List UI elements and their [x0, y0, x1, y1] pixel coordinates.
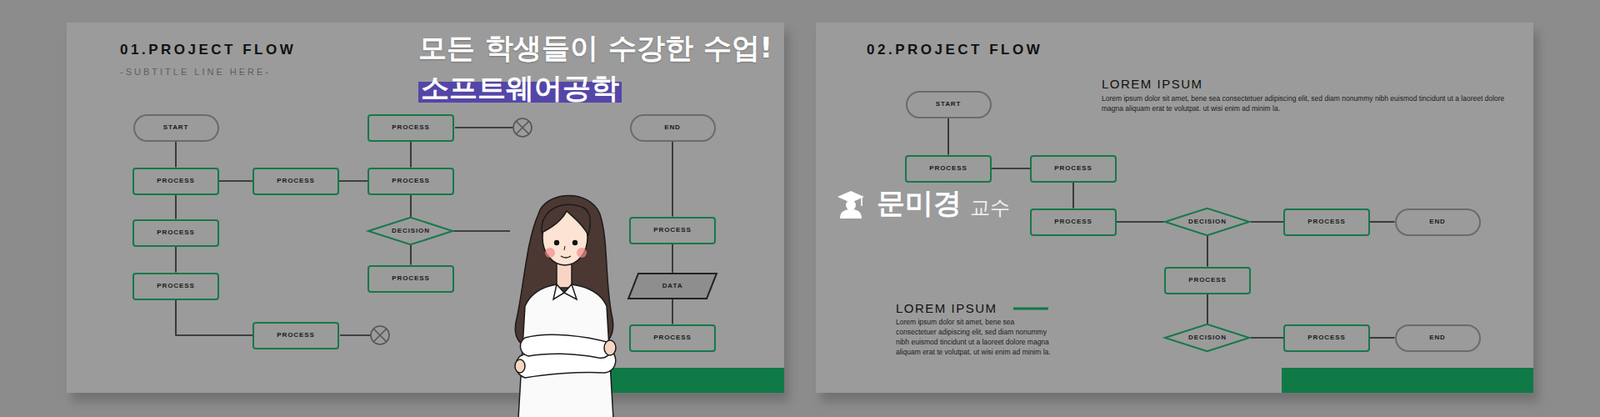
- terminal-oval: START: [133, 114, 220, 142]
- slide-panel: [815, 22, 1534, 393]
- node-label: PROCESS: [276, 330, 315, 340]
- connector: [1206, 235, 1209, 267]
- connector: [947, 118, 950, 155]
- process-box: PROCESS: [252, 167, 340, 195]
- connector: [1370, 220, 1395, 223]
- decision-diamond: DECISION: [1164, 323, 1250, 352]
- connector: [339, 180, 368, 182]
- process-box: PROCESS: [629, 216, 716, 245]
- node-label: START: [163, 123, 190, 132]
- terminal-oval: END: [1395, 324, 1481, 352]
- node-label: PROCESS: [653, 333, 691, 342]
- node-label: DECISION: [1188, 217, 1227, 226]
- outline-shape: [1165, 208, 1250, 236]
- node-label: PROCESS: [391, 274, 430, 283]
- terminal-oval: START: [905, 90, 992, 119]
- node-label: START: [935, 100, 962, 109]
- node-label: DATA: [662, 281, 684, 290]
- terminator-symbol: [340, 118, 532, 345]
- process-box: PROCESS: [367, 265, 455, 293]
- node-label: END: [1429, 217, 1446, 226]
- node-label: PROCESS: [156, 176, 195, 185]
- section-heading: LOREM IPSUM: [1101, 76, 1204, 91]
- course-title: 소프트웨어공학: [418, 71, 622, 105]
- outline-shape: [368, 217, 453, 245]
- connector: [671, 299, 674, 325]
- decision-diamond: DECISION: [1164, 207, 1250, 236]
- outline-shape: [628, 273, 717, 299]
- node-label: PROCESS: [1054, 164, 1092, 173]
- process-box: PROCESS: [1164, 266, 1251, 295]
- node-label: PROCESS: [391, 123, 430, 132]
- node-label: PROCESS: [1054, 217, 1092, 226]
- slide-subtitle: -SUBTITLE LINE HERE-: [120, 66, 271, 78]
- process-box: PROCESS: [1030, 208, 1117, 236]
- node-label: PROCESS: [156, 281, 195, 290]
- accent-bar: [1281, 367, 1534, 393]
- connector: [175, 300, 253, 336]
- node-label: PROCESS: [1307, 333, 1345, 342]
- headline: 모든 학생들이 수강한 수업!: [418, 31, 773, 65]
- connector: [219, 180, 253, 182]
- section-heading: LOREM IPSUM: [895, 300, 998, 315]
- connector: [1116, 220, 1165, 223]
- decision-diamond: DECISION: [367, 216, 454, 245]
- node-label: PROCESS: [1188, 275, 1226, 285]
- node-label: END: [664, 123, 681, 132]
- professor-name: 문미경: [876, 186, 962, 220]
- process-box: PROCESS: [629, 324, 716, 352]
- node-label: PROCESS: [276, 176, 315, 185]
- connector: [1370, 336, 1395, 339]
- connector: [1072, 182, 1075, 209]
- connector: [1250, 336, 1284, 339]
- terminal-oval: END: [1395, 208, 1481, 236]
- connector: [1250, 220, 1284, 223]
- process-box: PROCESS: [367, 167, 455, 195]
- terminal-oval: END: [630, 114, 716, 142]
- connector: [671, 244, 674, 274]
- body-text: Lorem ipsum dolor sit amet, bene sea con…: [1101, 94, 1510, 115]
- connector: [175, 246, 177, 273]
- connector: [991, 167, 1030, 170]
- body-text: Lorem ipsum dolor sit amet, bene sea con…: [895, 317, 1055, 358]
- outline-shape: [1165, 324, 1250, 352]
- node-label: PROCESS: [653, 225, 691, 235]
- node-label: PROCESS: [391, 176, 430, 185]
- connector: [410, 195, 412, 218]
- professor-title: 교수: [970, 196, 1010, 220]
- process-box: PROCESS: [132, 272, 220, 300]
- connector: [175, 141, 177, 168]
- connector: [175, 195, 177, 220]
- process-box: PROCESS: [132, 167, 220, 195]
- process-box: PROCESS: [1283, 208, 1370, 236]
- slide-title: 02.PROJECT FLOW: [866, 41, 1043, 59]
- connector: [671, 141, 674, 217]
- node-label: DECISION: [391, 226, 430, 235]
- connector: [1206, 294, 1209, 325]
- woman-illustration: [515, 195, 616, 417]
- slide-panel: [66, 22, 785, 393]
- process-box: PROCESS: [905, 155, 992, 183]
- connector: [410, 141, 412, 168]
- node-label: PROCESS: [156, 228, 195, 237]
- process-box: PROCESS: [132, 219, 220, 247]
- data-parallelogram: DATA: [627, 272, 718, 300]
- node-label: PROCESS: [929, 164, 967, 173]
- node-label: DECISION: [1188, 333, 1227, 342]
- node-label: END: [1429, 333, 1446, 342]
- process-box: PROCESS: [1283, 324, 1370, 352]
- process-box: PROCESS: [1030, 155, 1117, 183]
- process-box: PROCESS: [367, 114, 455, 142]
- slide-title: 01.PROJECT FLOW: [120, 41, 296, 59]
- connector: [410, 245, 412, 265]
- heading-rule: [1013, 307, 1049, 310]
- graduate-icon: [837, 190, 865, 219]
- process-box: PROCESS: [252, 321, 340, 350]
- node-label: PROCESS: [1307, 217, 1345, 226]
